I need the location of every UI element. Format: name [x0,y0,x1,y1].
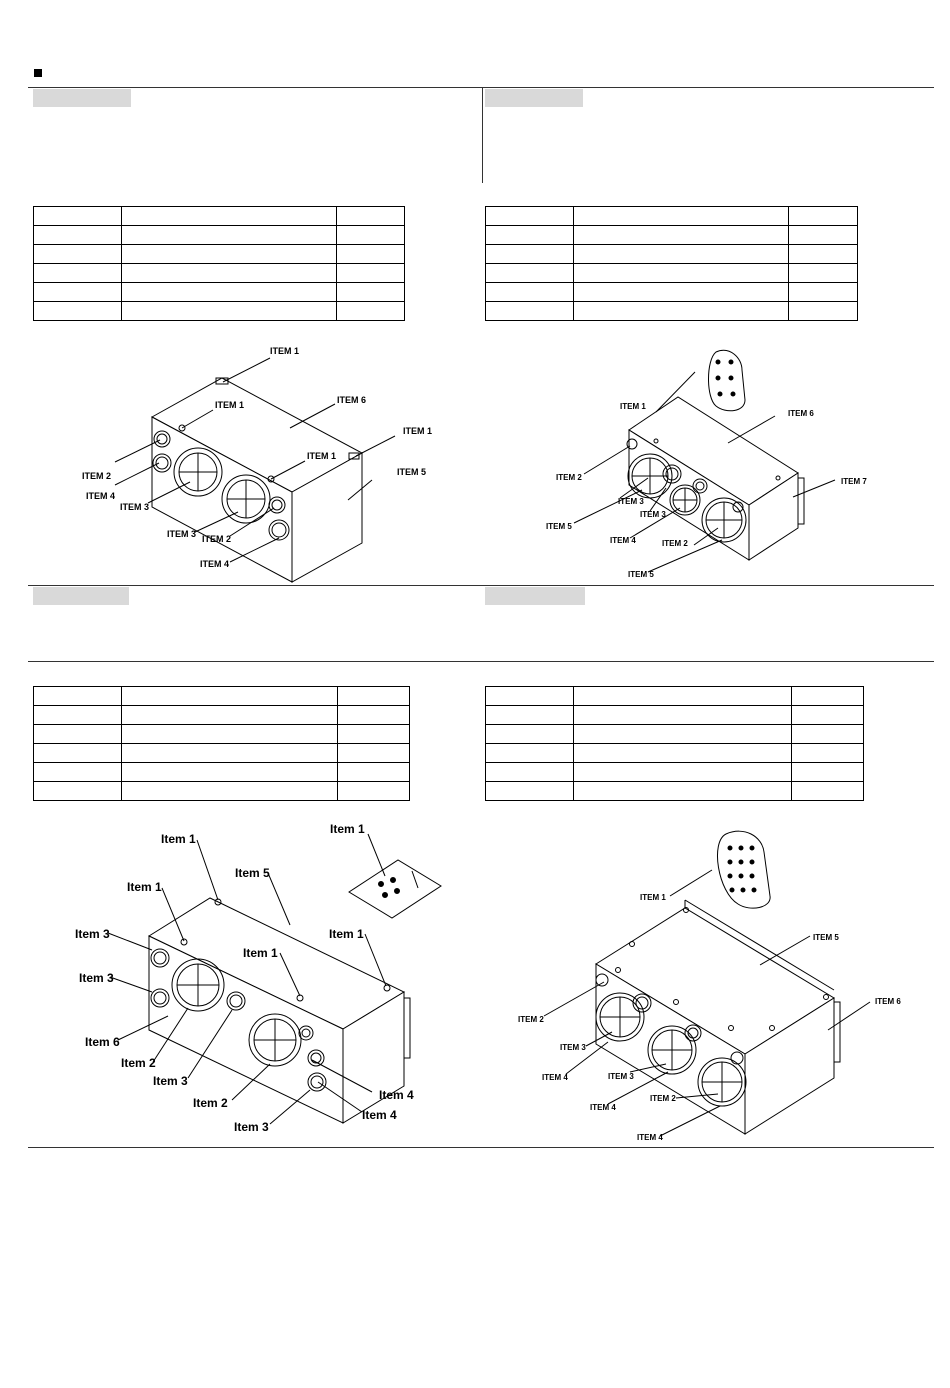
callout-label: ITEM 3 [618,497,644,506]
section-rule-bottom [28,1147,934,1148]
table-row [33,781,410,801]
table-row [485,282,858,302]
callout-label: Item 1 [161,832,196,846]
callout-label: ITEM 4 [86,491,115,501]
callout-label: ITEM 2 [82,471,111,481]
callout-label: ITEM 2 [556,473,582,482]
callout-label: Item 1 [330,822,365,836]
kit-a-tag [33,89,131,107]
kit-d-parts-table [485,686,864,801]
kit-d-tag [485,587,585,605]
table-row [33,762,410,782]
callout-label: ITEM 4 [610,536,636,545]
kit-c-tag [33,587,129,605]
callout-label: ITEM 3 [560,1043,586,1052]
table-row [33,724,410,744]
table-row [485,762,864,782]
callout-label: Item 2 [193,1096,228,1110]
callout-label: ITEM 5 [628,570,654,579]
callout-label: Item 3 [75,927,110,941]
table-row [33,686,410,706]
callout-label: ITEM 1 [215,400,244,410]
callout-label: ITEM 5 [397,467,426,477]
callout-label: ITEM 2 [202,534,231,544]
callout-label: ITEM 1 [620,402,646,411]
callout-label: ITEM 2 [518,1015,544,1024]
table-row [33,282,405,302]
callout-label: Item 3 [79,971,114,985]
callout-label: Item 4 [362,1108,397,1122]
table-row [33,206,405,226]
header-rule [28,87,934,88]
table-row [33,705,410,725]
kit-d-drawing: ITEM 1 ITEM 5 ITEM 6 ITEM 2 ITEM 3 ITEM … [518,830,901,1142]
callout-label: ITEM 6 [337,395,366,405]
callout-label: ITEM 3 [167,529,196,539]
callout-label: ITEM 2 [650,1094,676,1103]
callout-label: ITEM 4 [590,1103,616,1112]
table-row [485,244,858,264]
callout-label: Item 3 [153,1074,188,1088]
callout-label: ITEM 1 [403,426,432,436]
callout-label: ITEM 6 [875,997,901,1006]
table-row [33,225,405,245]
section-bullet-icon [34,69,42,77]
kit-c-drawing: Item 1 Item 1 Item 5 Item 1 Item 3 Item … [75,822,442,1134]
column-divider-top [482,87,483,183]
callout-label: Item 4 [379,1088,414,1102]
kit-a-drawing: ITEM 1 ITEM 1 ITEM 6 ITEM 1 ITEM 1 ITEM … [82,346,432,583]
callout-label: ITEM 2 [662,539,688,548]
table-row [485,705,864,725]
callout-label: ITEM 4 [542,1073,568,1082]
callout-label: ITEM 3 [640,510,666,519]
table-row [485,301,858,321]
table-row [485,781,864,801]
callout-label: Item 3 [234,1120,269,1134]
callout-label: ITEM 1 [270,346,299,356]
kit-b-parts-table [485,206,858,321]
kit-c-parts-table [33,686,410,801]
table-row [33,263,405,283]
callout-label: ITEM 1 [640,893,666,902]
section-rule-middle [28,585,934,586]
callout-label: Item 1 [243,946,278,960]
callout-label: ITEM 4 [637,1133,663,1142]
section-rule-lower [28,661,934,662]
table-row [485,686,864,706]
table-row [485,225,858,245]
table-row [485,206,858,226]
callout-label: Item 6 [85,1035,120,1049]
kit-b-tag [485,89,583,107]
callout-label: ITEM 5 [813,933,839,942]
callout-label: Item 1 [127,880,162,894]
kit-b-drawing: ITEM 1 ITEM 6 ITEM 7 ITEM 2 ITEM 3 ITEM … [546,350,867,579]
table-row [485,263,858,283]
table-row [485,743,864,763]
callout-label: Item 2 [121,1056,156,1070]
callout-label: Item 1 [329,927,364,941]
kit-a-parts-table [33,206,405,321]
callout-label: ITEM 3 [608,1072,634,1081]
callout-label: ITEM 1 [307,451,336,461]
callout-label: ITEM 6 [788,409,814,418]
table-row [485,724,864,744]
callout-label: ITEM 3 [120,502,149,512]
callout-label: Item 5 [235,866,270,880]
callout-label: ITEM 4 [200,559,229,569]
callout-label: ITEM 7 [841,477,867,486]
callout-label: ITEM 5 [546,522,572,531]
table-row [33,743,410,763]
table-row [33,301,405,321]
table-row [33,244,405,264]
